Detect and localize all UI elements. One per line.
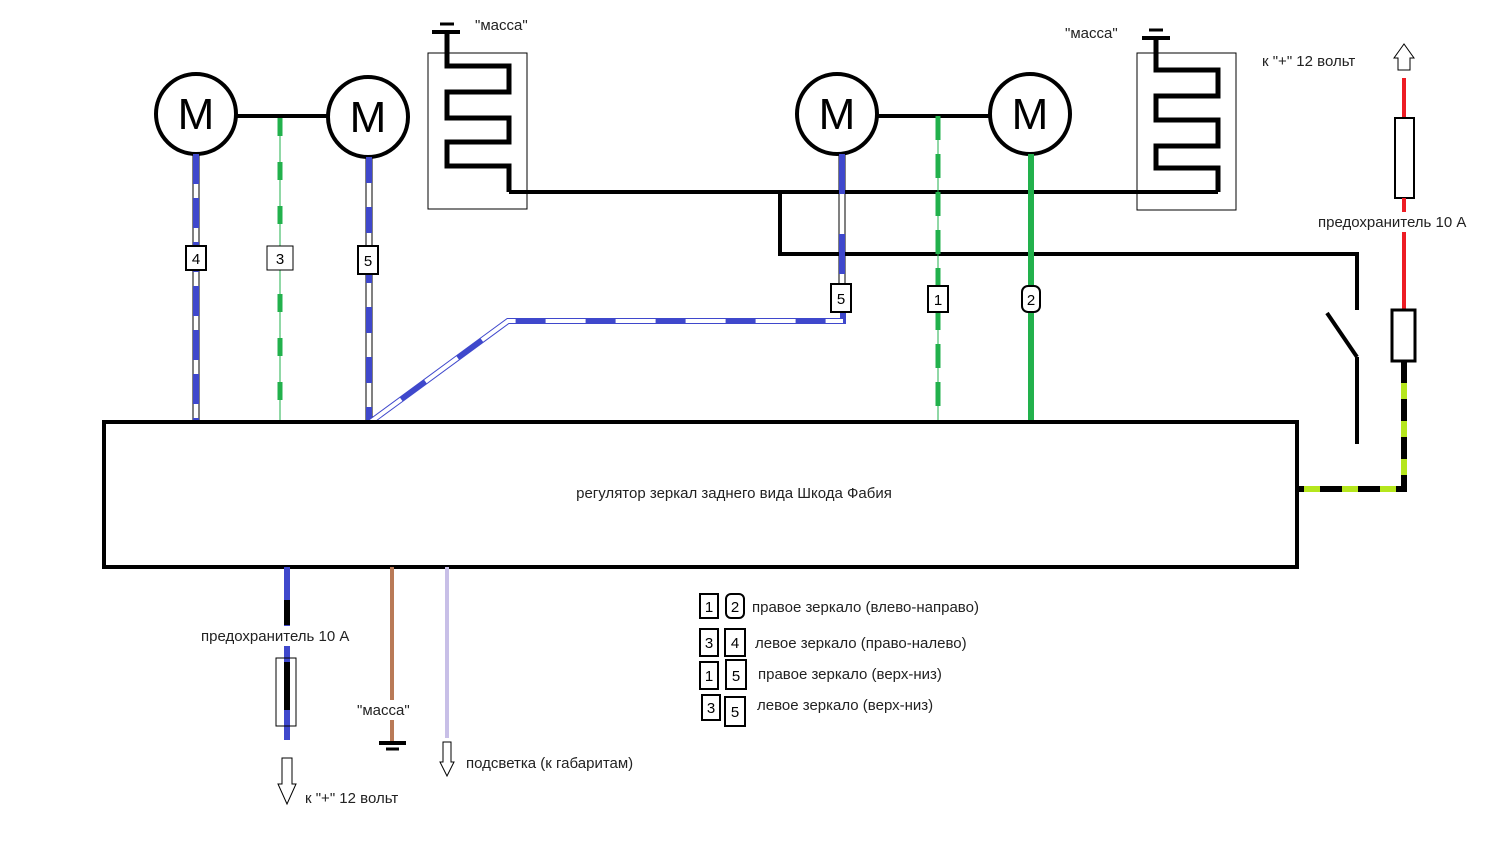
relay-fuse (1390, 308, 1417, 363)
right-heater: "масса" (1065, 25, 1237, 211)
right-ground-label: "масса" (1065, 25, 1118, 42)
legend-text: левое зеркало (право-налево) (755, 635, 967, 652)
wire-number-text: 5 (837, 291, 845, 308)
legend-num-b: 4 (731, 635, 739, 652)
left-heater-box (427, 52, 528, 210)
left-heater: "масса" (427, 17, 528, 210)
wire-black-lime (1297, 361, 1407, 492)
legend-item: 1 2 правое зеркало (влево-направо) (699, 593, 979, 619)
supply-arrow-up-icon (1393, 43, 1415, 71)
wire-number-3: 3 (266, 245, 294, 271)
wire-number-text: 3 (276, 251, 284, 268)
wire-number-5-left: 5 (357, 245, 379, 275)
legend-item: 3 4 левое зеркало (право-налево) (699, 628, 967, 657)
legend-num-b: 2 (731, 599, 739, 616)
right-heater-box (1136, 52, 1237, 211)
legend-num-a: 1 (705, 668, 713, 685)
legend-num-b: 5 (732, 668, 740, 685)
bottom-supply-label: к "+" 12 вольт (305, 790, 398, 807)
bottom-fuse-label: предохранитель 10 А (201, 628, 349, 645)
motor-label: M (178, 90, 215, 139)
top-fuse-label: предохранитель 10 А (1318, 214, 1466, 231)
legend-item: 3 5 левое зеркало (верх-низ) (701, 694, 933, 727)
right-motor-2: M (988, 72, 1072, 156)
legend-num-b: 5 (731, 704, 739, 721)
bottom-ground-wire: "масса" (352, 567, 424, 751)
left-motor-1: M (154, 72, 238, 156)
top-supply-label: к "+" 12 вольт (1262, 53, 1355, 70)
legend: 1 2 правое зеркало (влево-направо) 3 4 л… (699, 593, 979, 727)
legend-item: 1 5 правое зеркало (верх-низ) (699, 659, 942, 690)
motor-label: M (1012, 90, 1049, 139)
motor-label: M (819, 90, 856, 139)
bottom-ground-label: "масса" (357, 702, 410, 719)
legend-num-a: 1 (705, 599, 713, 616)
motor-label: M (350, 93, 387, 142)
legend-num-a: 3 (707, 700, 715, 717)
legend-text: левое зеркало (верх-низ) (757, 697, 933, 714)
bottom-supply-wire: предохранитель 10 А к "+" 12 вольт (195, 567, 398, 807)
wire-number-1: 1 (927, 285, 949, 313)
supply-arrow-down-icon (277, 757, 297, 806)
wire-number-4: 4 (185, 245, 207, 271)
wire-number-5-right: 5 (830, 283, 852, 313)
left-motor-2: M (326, 75, 410, 159)
wire-number-text: 4 (192, 251, 200, 268)
bottom-fuse (275, 657, 297, 727)
legend-text: правое зеркало (влево-направо) (752, 599, 979, 616)
backlight-wire: подсветка (к габаритам) (439, 567, 633, 778)
switch (1325, 311, 1359, 444)
top-fuse (1394, 117, 1415, 199)
controller-box (102, 420, 1299, 569)
right-motor-1: M (795, 72, 879, 156)
wire-number-text: 1 (934, 292, 942, 309)
heater-feed-wire (778, 192, 1359, 310)
left-ground-label: "масса" (475, 17, 528, 34)
wire-number-2: 2 (1021, 285, 1041, 313)
wire-number-text: 2 (1027, 292, 1035, 309)
top-right-supply: к "+" 12 вольт предохранитель 10 А (1262, 43, 1490, 310)
backlight-label: подсветка (к габаритам) (466, 755, 633, 772)
wire-number-text: 5 (364, 253, 372, 270)
right-heater-element (1153, 38, 1221, 192)
legend-num-a: 3 (705, 635, 713, 652)
left-heater-element (444, 32, 512, 192)
controller-label: регулятор зеркал заднего вида Шкода Фаби… (576, 485, 892, 502)
wire-5-junction (367, 310, 846, 426)
legend-text: правое зеркало (верх-низ) (758, 666, 942, 683)
backlight-arrow-down-icon (439, 741, 455, 778)
